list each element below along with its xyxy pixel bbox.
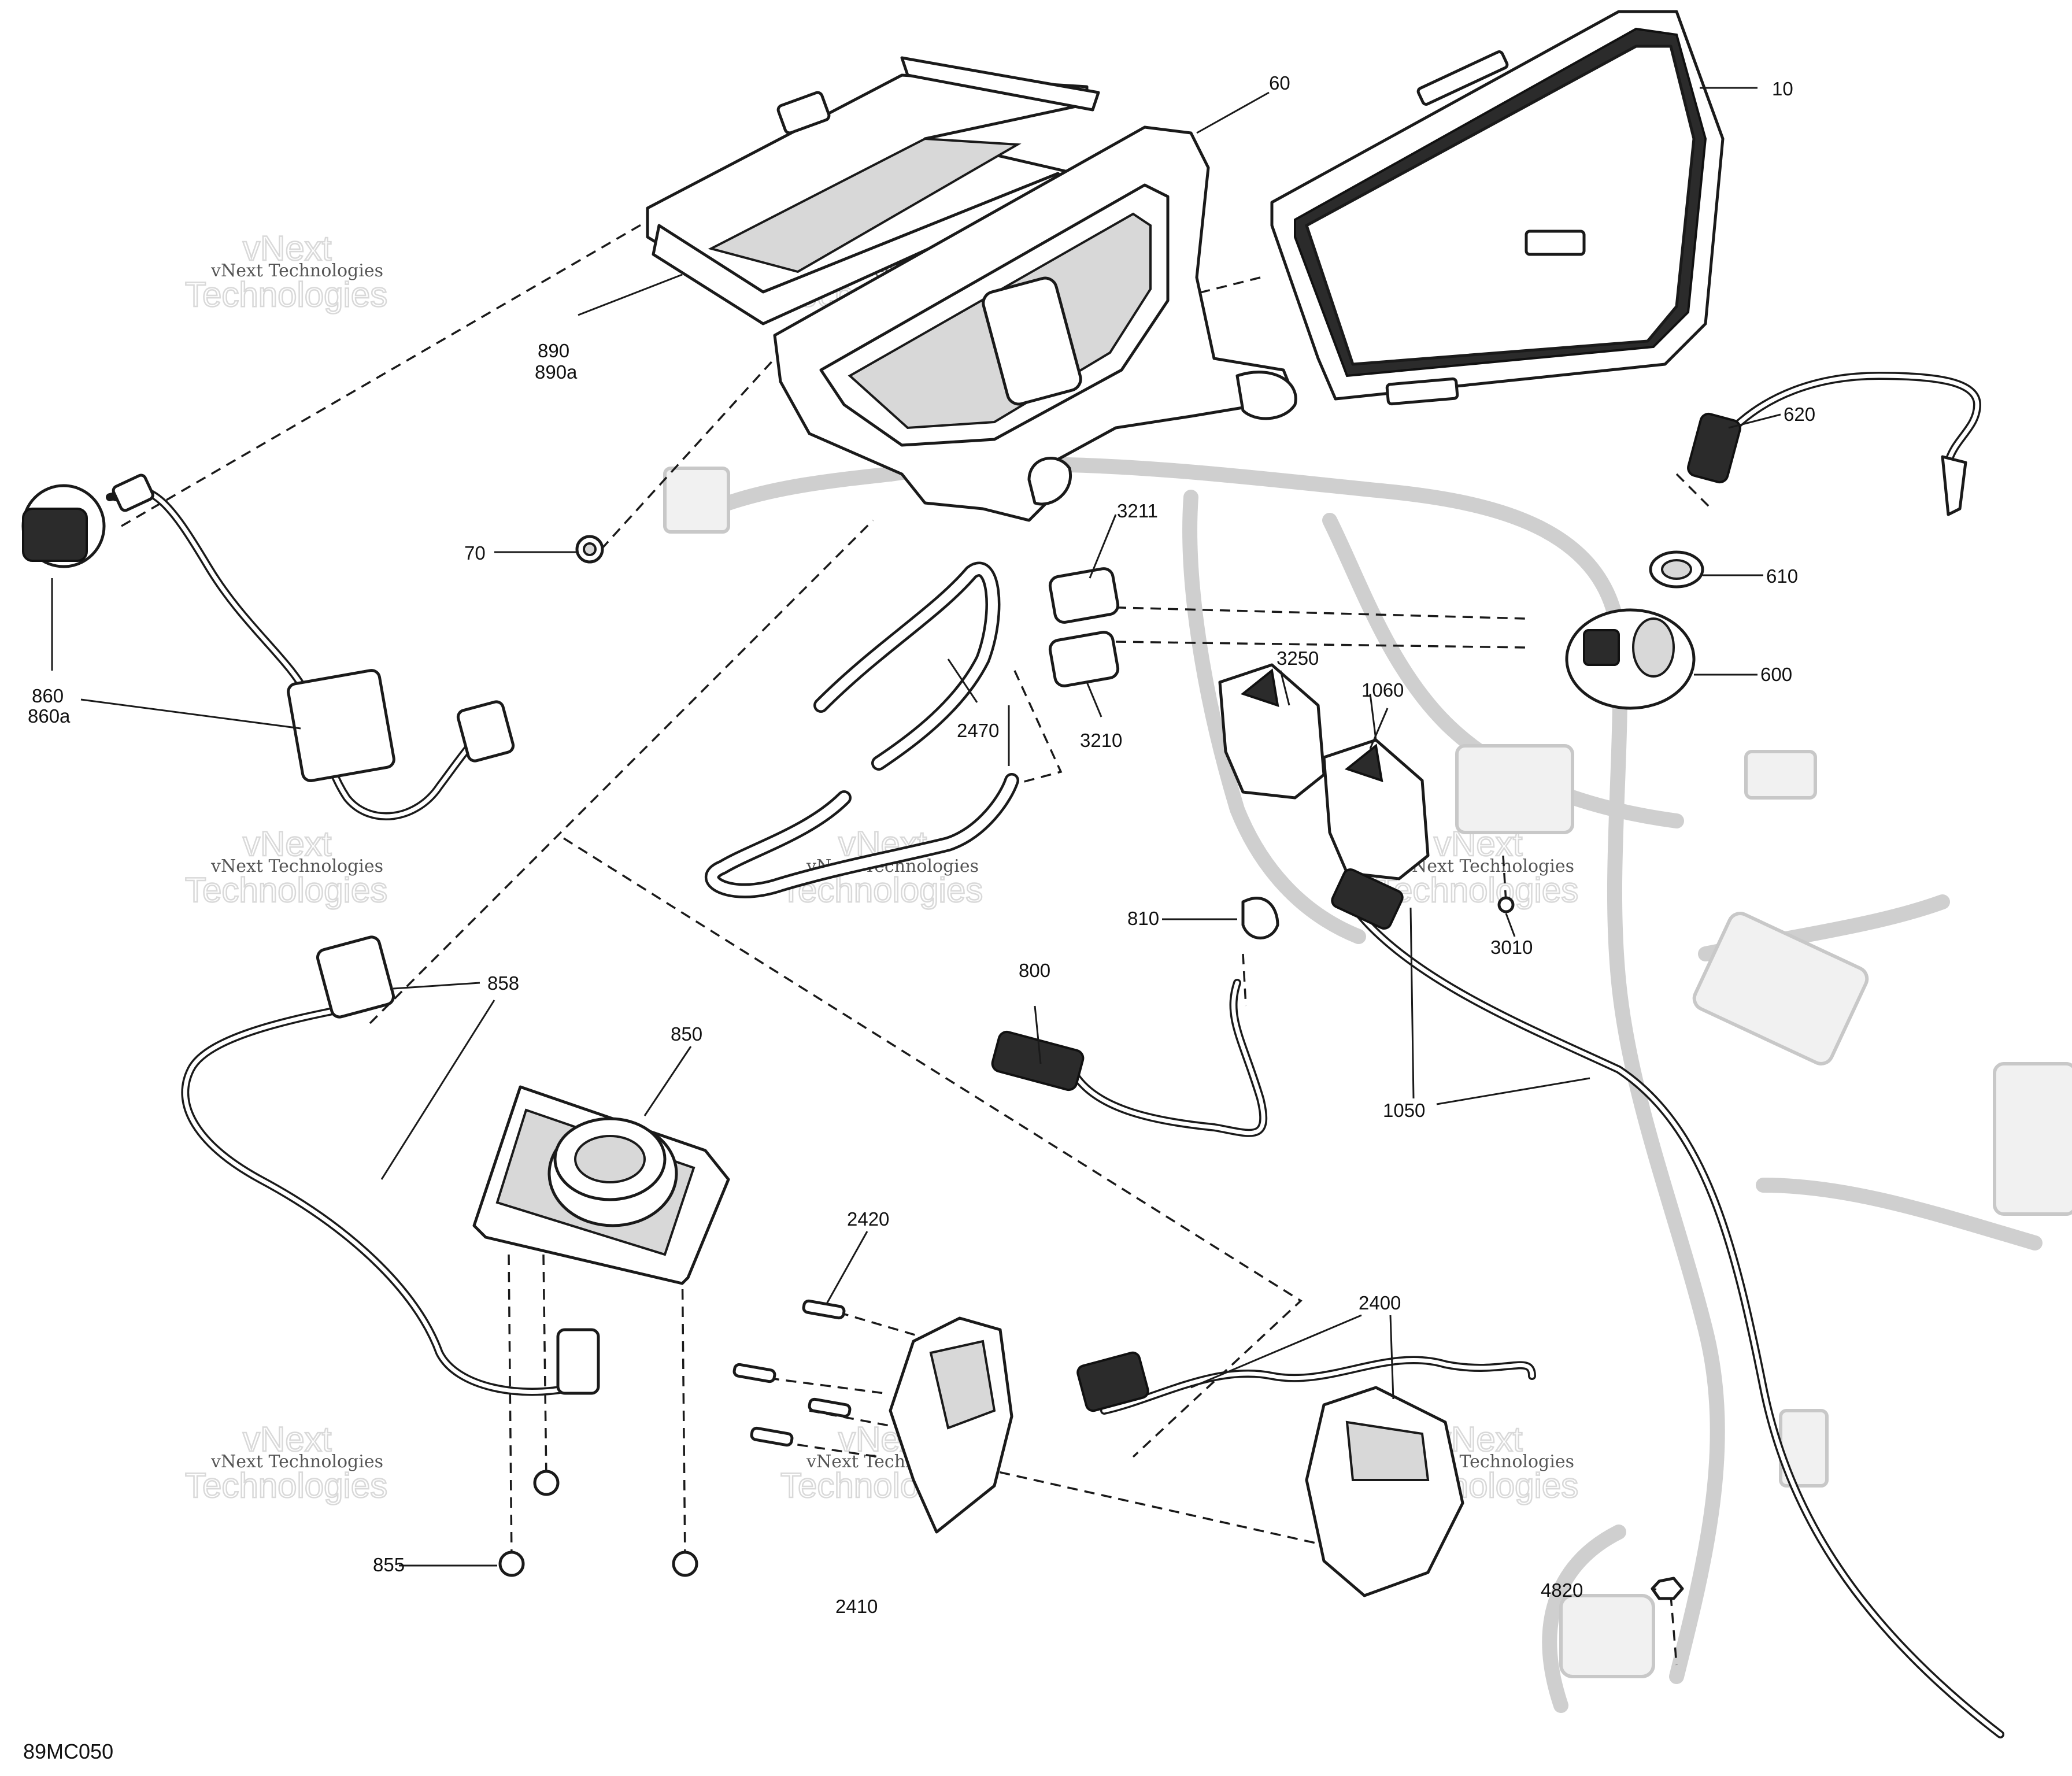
watermark-big-line1: vNext bbox=[243, 824, 332, 863]
watermark-big-line2: Technologies bbox=[185, 275, 387, 314]
part-858-harness bbox=[181, 935, 600, 1396]
part-3010-clip bbox=[1497, 896, 1515, 913]
part-10-display-cluster bbox=[1270, 10, 1725, 406]
watermark: vNext Technologies vNext Technologies bbox=[184, 228, 388, 315]
callout-890: 890 bbox=[538, 340, 569, 361]
part-890-visor-cover bbox=[646, 56, 1100, 325]
part-850-knob-module bbox=[472, 1085, 730, 1285]
watermark-big-line2: Technologies bbox=[185, 1466, 387, 1505]
callout-1060: 1060 bbox=[1361, 679, 1404, 701]
callout-3250: 3250 bbox=[1276, 648, 1319, 669]
watermark-big-line2: Technologies bbox=[185, 871, 387, 909]
part-2420-screws bbox=[732, 1299, 852, 1447]
callout-60: 60 bbox=[1269, 72, 1290, 94]
callout-2400: 2400 bbox=[1359, 1292, 1401, 1314]
callout-600: 600 bbox=[1760, 664, 1792, 685]
part-860-key-harness bbox=[21, 473, 515, 820]
callout-4820: 4820 bbox=[1541, 1579, 1583, 1601]
callout-860: 860 bbox=[32, 685, 64, 706]
callout-810: 810 bbox=[1127, 908, 1159, 929]
part-855-nuts bbox=[498, 1470, 698, 1577]
watermark-caption: vNext Technologies bbox=[210, 261, 383, 281]
part-2410-switch-cover bbox=[889, 1316, 1013, 1534]
callout-860a: 860a bbox=[28, 705, 71, 727]
part-3210-connector bbox=[1048, 631, 1120, 687]
part-810-grommet bbox=[1241, 897, 1279, 939]
watermark-caption: vNext Technologies bbox=[210, 856, 383, 876]
callout-1050: 1050 bbox=[1383, 1100, 1425, 1121]
part-620-tether-cord bbox=[1687, 372, 1981, 516]
callout-620: 620 bbox=[1784, 404, 1815, 425]
callout-labels: 10 60 70 600 610 620 800 810 850 855 858… bbox=[28, 72, 1815, 1617]
watermark-caption: vNext Technologies bbox=[1401, 856, 1574, 876]
watermark-caption: vNext Technologies bbox=[210, 1452, 383, 1472]
part-600-ignition-switch bbox=[1565, 608, 1696, 710]
callout-3211: 3211 bbox=[1117, 500, 1158, 521]
callout-855: 855 bbox=[373, 1554, 405, 1575]
callout-70: 70 bbox=[464, 542, 486, 564]
part-1050-cable bbox=[1331, 868, 2004, 1738]
part-1060-switch bbox=[1322, 738, 1430, 880]
part-70-screw bbox=[575, 535, 604, 564]
watermark-big-line1: vNext bbox=[243, 1420, 332, 1459]
diagram-reference-code: 89MC050 bbox=[23, 1740, 113, 1763]
callout-2420: 2420 bbox=[847, 1208, 889, 1230]
part-2400-handlebar-switch bbox=[1076, 1351, 1536, 1597]
callout-2470: 2470 bbox=[957, 720, 999, 741]
callout-10: 10 bbox=[1772, 78, 1793, 99]
watermark-big-line2: Technologies bbox=[1376, 871, 1578, 909]
leader-lines bbox=[51, 87, 1781, 1590]
callout-850: 850 bbox=[671, 1023, 702, 1045]
part-4820-nut bbox=[1651, 1577, 1684, 1600]
watermark: vNext Technologies vNext Technologies bbox=[184, 1419, 388, 1506]
callout-2410: 2410 bbox=[835, 1596, 878, 1617]
watermark: vNext Technologies vNext Technologies bbox=[184, 824, 388, 911]
watermark-big-line1: vNext bbox=[243, 229, 332, 268]
part-3250-switch bbox=[1218, 663, 1326, 800]
ghost-wiring-harness bbox=[663, 457, 2072, 1713]
watermark: vNext Technologies vNext Technologies bbox=[1375, 824, 1579, 911]
part-3211-connector bbox=[1048, 567, 1120, 624]
part-60-cluster-bracket bbox=[773, 125, 1297, 522]
part-610-bezel-ring bbox=[1649, 550, 1704, 589]
callout-3010: 3010 bbox=[1490, 937, 1533, 958]
callout-3210: 3210 bbox=[1080, 730, 1122, 751]
callout-800: 800 bbox=[1019, 960, 1050, 981]
part-800-sensor-harness bbox=[991, 979, 1268, 1137]
callout-610: 610 bbox=[1766, 565, 1798, 587]
callout-890a: 890a bbox=[535, 361, 578, 383]
part-2470-hoses bbox=[705, 561, 1019, 898]
callout-858: 858 bbox=[487, 972, 519, 994]
